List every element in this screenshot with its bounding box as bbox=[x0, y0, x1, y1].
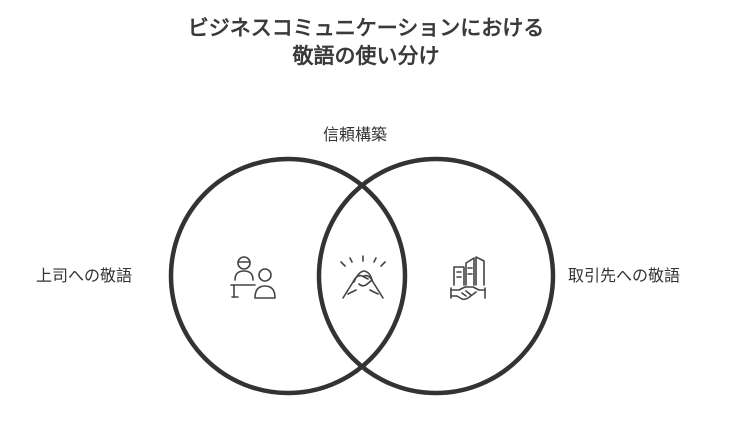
right-set-label: 取引先への敬語 bbox=[568, 266, 681, 285]
intersection-label: 信頼構築 bbox=[323, 125, 388, 144]
arm-wrestling-handshake-icon bbox=[340, 255, 386, 299]
left-set-label: 上司への敬語 bbox=[36, 266, 133, 285]
title-line-2: 敬語の使い分け bbox=[292, 44, 440, 68]
diagram-title: ビジネスコミュニケーションにおける 敬語の使い分け bbox=[0, 14, 732, 70]
business-handshake-icon bbox=[450, 256, 486, 301]
left-circle bbox=[168, 156, 408, 396]
meeting-people-icon bbox=[230, 256, 276, 299]
right-circle bbox=[316, 156, 556, 396]
title-line-1: ビジネスコミュニケーションにおける bbox=[187, 16, 545, 40]
